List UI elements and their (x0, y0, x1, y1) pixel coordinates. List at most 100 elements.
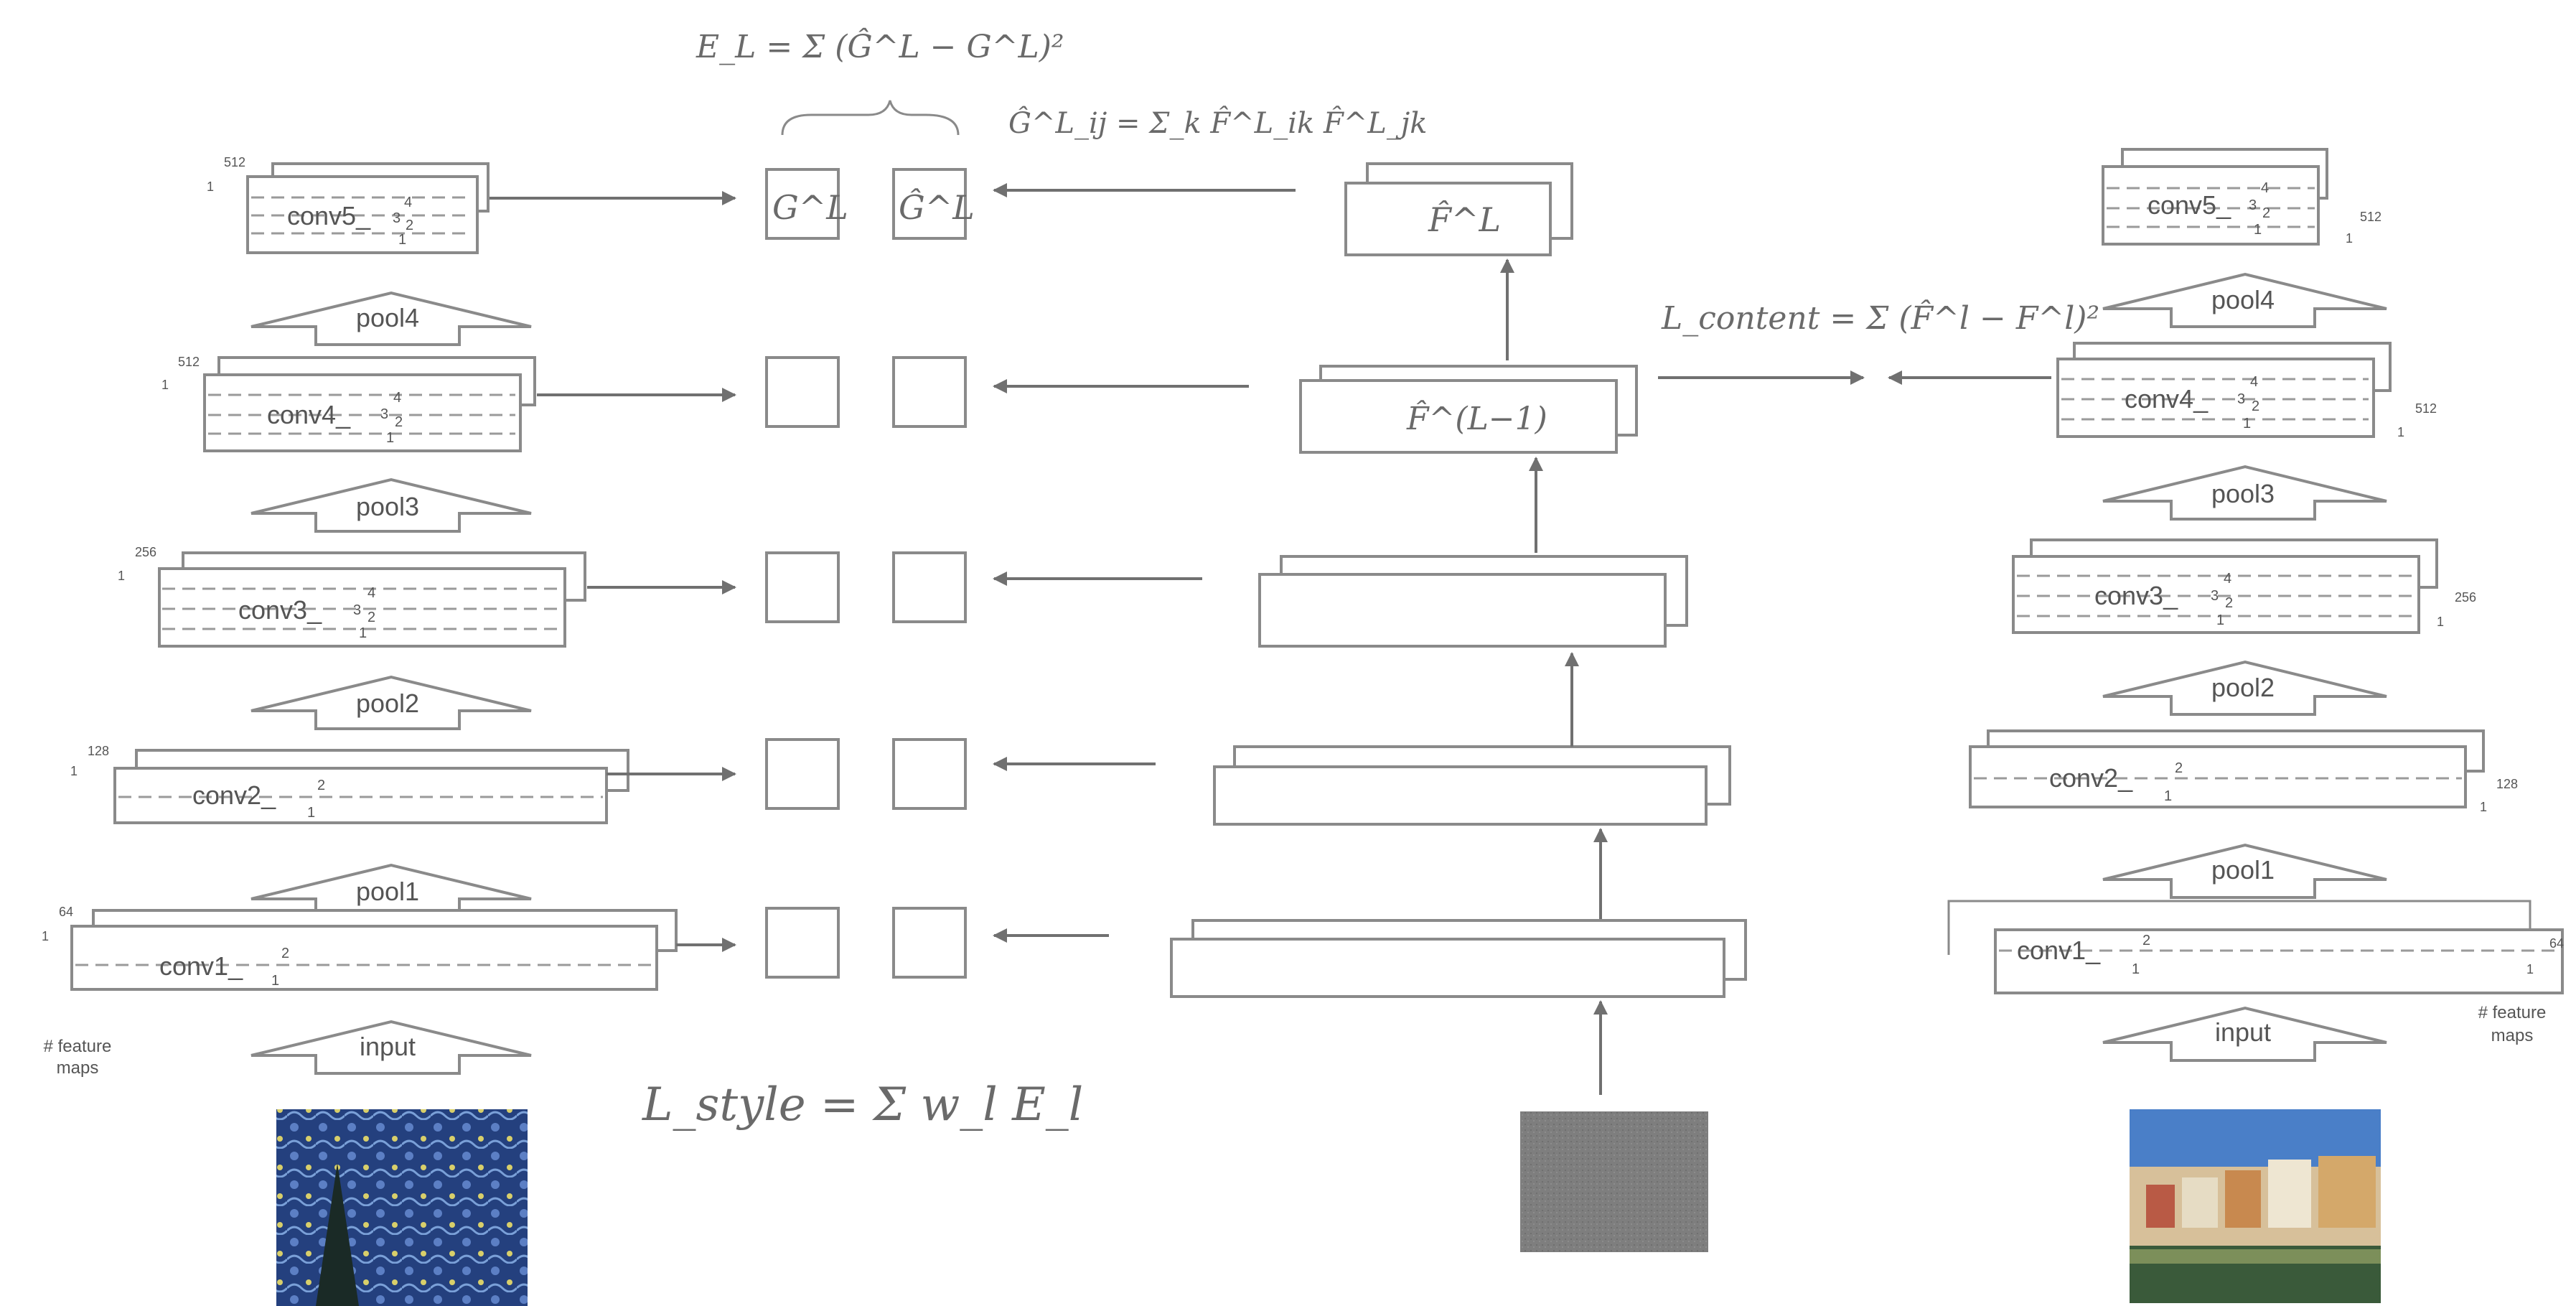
content-conv5-sub-top: 4 (2261, 180, 2269, 196)
style-conv3-one: 1 (118, 569, 125, 583)
gram-box-4 (765, 356, 840, 428)
gen-feature-prev-label: F̂^(L−1) (1406, 399, 1547, 437)
content-conv1-label: conv1_ (2017, 936, 2101, 965)
content-conv3-label: conv3_ (2094, 581, 2178, 610)
content-loss: L_content = Σ (F̂^l − F^l)² (1658, 299, 2099, 385)
content-loss-equation: L_content = Σ (F̂^l − F^l)² (1661, 299, 2099, 337)
style-input-label: input (360, 1032, 416, 1061)
content-pool3-arrow (2102, 465, 2387, 521)
style-conv2-sub-top: 2 (317, 778, 325, 793)
style-error-equation: E_L = Σ (Ĝ^L − G^L)² (695, 27, 1064, 65)
style-conv3-depth: 256 (135, 545, 156, 559)
style-image (276, 1109, 528, 1306)
gen-feature-top-label: F̂^L (1428, 200, 1501, 239)
style-network: conv5_ 4 3 2 1 512 1 pool4 conv4_ 4 3 2 … (42, 155, 678, 1306)
style-conv4-sub-top: 4 (393, 390, 401, 406)
style-conv5-sub-right: 2 (406, 218, 413, 233)
content-pool4-label: pool4 (2211, 285, 2275, 314)
style-conv3-sub-right: 2 (367, 610, 375, 625)
style-conv1-depth: 64 (59, 905, 73, 919)
style-conv3-label: conv3_ (238, 595, 322, 625)
gram-hat-box-4 (892, 356, 967, 428)
style-conv5-block: conv5_ 4 3 2 1 512 1 (207, 155, 490, 254)
content-conv3-sub-top: 4 (2224, 571, 2231, 587)
content-conv4-sub-bottom: 1 (2243, 416, 2251, 432)
gram-box-2 (765, 738, 840, 810)
style-conv4-label: conv4_ (267, 400, 351, 429)
content-conv1-sub-top: 2 (2142, 933, 2150, 948)
gram-matrices: E_L = Σ (Ĝ^L − G^L)² Ĝ^L_ij = Σ_k F̂^L_i… (490, 27, 1427, 1132)
style-conv1-block: conv1_ 2 1 64 1 (42, 905, 678, 991)
gram-equation: Ĝ^L_ij = Σ_k F̂^L_ik F̂^L_jk (1008, 106, 1427, 140)
content-conv4-depth: 512 (2415, 401, 2437, 416)
style-loss-equation: L_style = Σ w_l E_l (642, 1078, 1083, 1132)
gram-box-L (765, 168, 840, 240)
content-conv2-block: conv2_ 2 1 128 1 (1969, 729, 2518, 814)
content-conv3-sub-left: 3 (2211, 588, 2219, 604)
gram-label: G^L (772, 188, 848, 227)
style-conv2-label: conv2_ (192, 780, 276, 810)
content-conv5-block: conv5_ 4 3 2 1 512 1 (2102, 148, 2381, 246)
style-image-cypress (316, 1163, 359, 1306)
style-pool3-arrow (250, 477, 532, 533)
content-conv1-sub-bottom: 1 (2132, 961, 2140, 977)
content-conv1-block: conv1_ 2 1 64 1 (1947, 900, 2564, 994)
style-conv5-sub-left: 3 (393, 210, 401, 226)
style-conv1-sub-top: 2 (281, 946, 289, 961)
style-conv2-one: 1 (70, 764, 78, 778)
content-conv1-one: 1 (2526, 962, 2534, 976)
style-conv5-sub-bottom: 1 (398, 232, 406, 248)
content-feature-maps-label-line2: maps (2491, 1026, 2534, 1045)
style-conv3-sub-left: 3 (353, 602, 361, 618)
style-conv4-sub-left: 3 (380, 406, 388, 422)
gram-hat-box-2 (892, 738, 967, 810)
content-conv3-sub-right: 2 (2225, 595, 2233, 611)
content-input-label: input (2215, 1017, 2271, 1047)
style-conv5-label: conv5_ (287, 201, 371, 230)
style-conv2-sub-bottom: 1 (307, 805, 315, 821)
style-conv5-sub-top: 4 (404, 195, 412, 210)
content-conv5-depth: 512 (2360, 210, 2381, 224)
style-conv3-block: conv3_ 4 3 2 1 256 1 (118, 545, 586, 648)
content-pool2-arrow (2102, 660, 2387, 716)
style-conv4-one: 1 (161, 378, 169, 392)
gen-layer-4 (1299, 379, 1618, 454)
content-conv4-one: 1 (2397, 425, 2404, 439)
content-conv5-sub-left: 3 (2249, 197, 2257, 213)
style-conv4-sub-right: 2 (395, 414, 403, 430)
style-feature-maps-label-line1: # feature (44, 1037, 112, 1056)
style-conv2-depth: 128 (88, 744, 109, 758)
gen-layer-2 (1213, 765, 1708, 826)
gram-hat-box-3 (892, 551, 967, 623)
style-pool2-label: pool2 (356, 689, 419, 718)
content-pool1-arrow (2102, 843, 2387, 899)
content-conv4-label: conv4_ (2125, 384, 2209, 414)
content-conv4-block: conv4_ 4 3 2 1 512 1 (2056, 342, 2437, 439)
content-conv5-one: 1 (2346, 231, 2353, 246)
content-conv5-label: conv5_ (2148, 190, 2231, 220)
content-feature-maps-label-line1: # feature (2478, 1003, 2547, 1022)
style-pool4-arrow (250, 291, 532, 346)
style-pool4-label: pool4 (356, 303, 419, 332)
content-conv3-block: conv3_ 4 3 2 1 256 1 (2012, 538, 2476, 634)
content-pool1-label: pool1 (2211, 855, 2275, 885)
style-pool2-arrow (250, 675, 532, 730)
content-conv3-sub-bottom: 1 (2216, 612, 2224, 628)
style-conv5-depth: 512 (224, 155, 245, 169)
style-conv4-block: conv4_ 4 3 2 1 512 1 (161, 355, 536, 452)
content-network: conv5_ 4 3 2 1 512 1 pool4 conv4_ 4 3 2 … (1947, 148, 2564, 1303)
style-conv5-one: 1 (207, 179, 214, 194)
content-image (2130, 1109, 2381, 1303)
content-pool4-arrow (2102, 272, 2387, 328)
content-conv4-sub-left: 3 (2237, 391, 2245, 407)
content-pool2-label: pool2 (2211, 673, 2275, 702)
gram-hat-label: Ĝ^L (899, 187, 975, 227)
content-conv3-one: 1 (2437, 615, 2444, 629)
style-pool1-label: pool1 (356, 877, 419, 906)
style-pool1-arrow (250, 863, 532, 918)
content-input-arrow (2102, 1006, 2387, 1062)
content-conv5-sub-bottom: 1 (2254, 222, 2262, 238)
content-conv3-depth: 256 (2455, 590, 2476, 605)
content-conv4-sub-right: 2 (2252, 398, 2259, 414)
